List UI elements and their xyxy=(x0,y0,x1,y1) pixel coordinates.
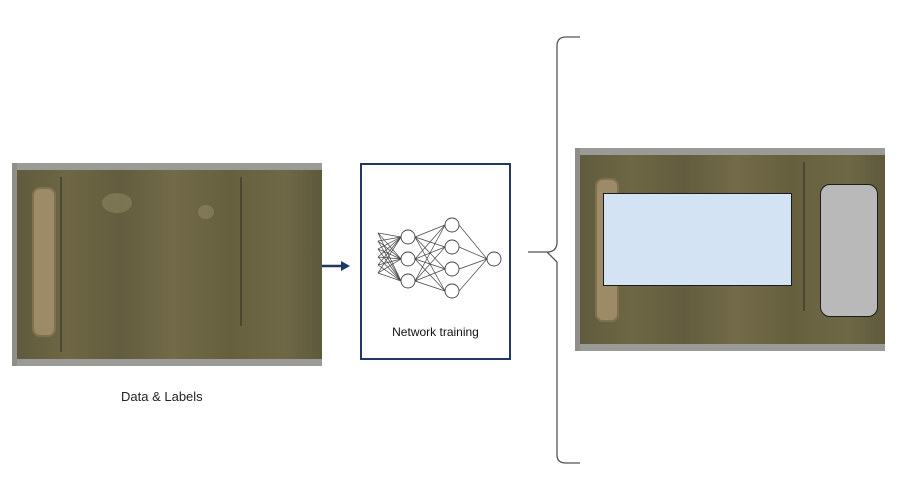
network-edge xyxy=(377,248,402,282)
detection-box-blue xyxy=(603,193,792,286)
output-brace xyxy=(528,36,580,253)
neural-network-icon xyxy=(377,217,502,299)
network-edge xyxy=(458,246,488,260)
road xyxy=(575,148,580,351)
field-stripe xyxy=(803,162,805,311)
road xyxy=(575,344,885,351)
network-edge xyxy=(414,268,446,282)
arrowhead xyxy=(341,261,350,271)
network-edge xyxy=(377,232,402,260)
network-edge xyxy=(377,236,402,242)
network-edge xyxy=(414,246,446,282)
network-node xyxy=(444,217,460,233)
network-edge xyxy=(377,236,402,266)
road xyxy=(12,163,17,366)
network-training-box: Network training xyxy=(360,163,511,360)
field-stripe xyxy=(60,177,62,352)
network-edge xyxy=(377,236,402,250)
network-edge xyxy=(458,258,488,292)
network-edge xyxy=(377,236,402,258)
network-edge xyxy=(377,248,402,260)
network-node xyxy=(444,239,460,255)
road xyxy=(12,359,322,366)
network-label: Network training xyxy=(392,325,479,339)
road xyxy=(575,148,885,155)
network-edge xyxy=(377,272,402,282)
network-edge xyxy=(414,224,446,260)
field-stripe xyxy=(240,177,242,326)
network-edge xyxy=(377,240,402,282)
network-edge xyxy=(377,232,402,238)
network-node xyxy=(400,251,416,267)
input-caption: Data & Labels xyxy=(121,389,203,404)
network-node xyxy=(486,251,502,267)
output-brace xyxy=(556,262,580,464)
road xyxy=(12,163,322,170)
soil-patch xyxy=(198,205,214,219)
network-edge xyxy=(377,240,402,260)
network-edge xyxy=(377,236,402,274)
network-edge xyxy=(377,258,402,274)
network-edge xyxy=(377,256,402,260)
network-node xyxy=(444,261,460,277)
network-edge xyxy=(377,264,402,282)
network-node xyxy=(400,229,416,245)
network-edge xyxy=(377,232,402,282)
network-edge xyxy=(458,258,488,270)
network-edge xyxy=(458,224,488,260)
detection-box-gray xyxy=(820,184,878,317)
network-edge xyxy=(377,258,402,266)
network-node xyxy=(400,273,416,289)
network-edge xyxy=(377,256,402,282)
network-edge xyxy=(414,224,446,282)
network-edge xyxy=(414,224,446,238)
output-brace xyxy=(546,251,558,263)
network-edge xyxy=(414,280,446,292)
pond xyxy=(32,187,56,337)
network-node xyxy=(444,283,460,299)
soil-patch xyxy=(102,193,132,213)
input-aerial-image xyxy=(12,163,322,366)
